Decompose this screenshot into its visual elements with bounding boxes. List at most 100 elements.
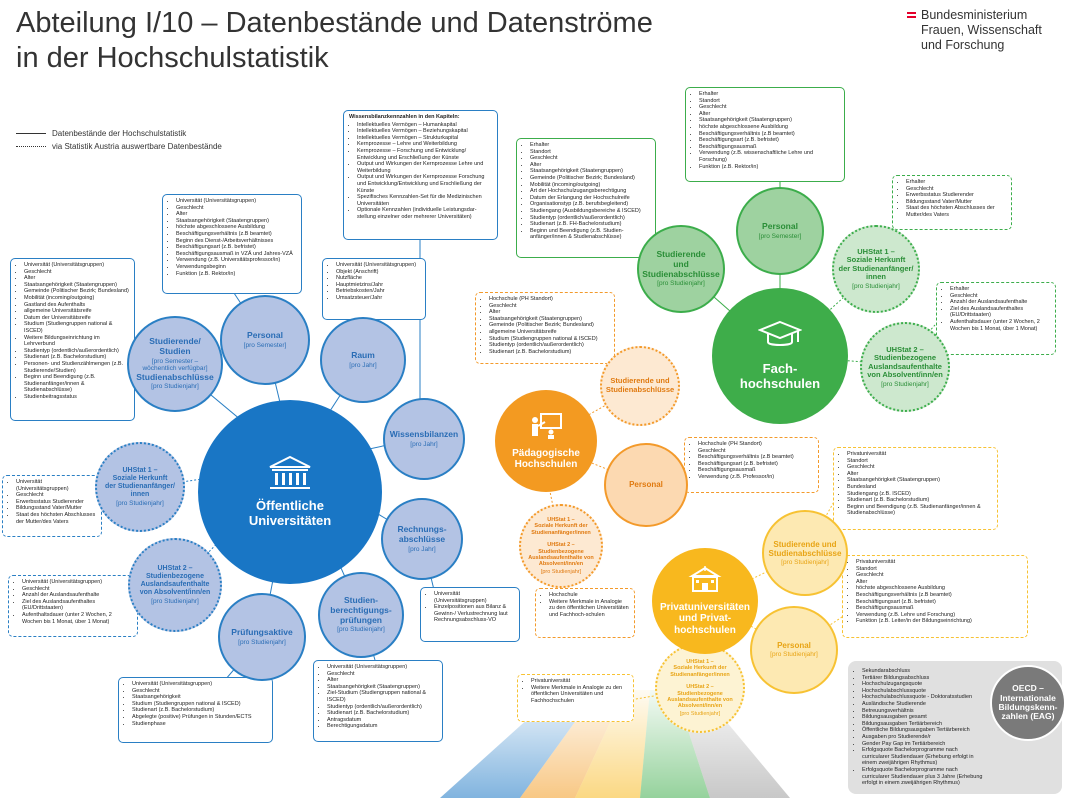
node-pu-personal[interactable]: Personal [pro Studienjahr] [750,606,838,694]
list-item: Hochschulabschlussquote [862,688,984,695]
bullet-list: HochschuleWeitere Merkmale in Analogie z… [541,592,629,618]
list-item: Verwendung (z.B. Lehre und Forschung) [856,612,1022,619]
bullet-list: ErhalterStandortGeschlechtAlterStaatsang… [691,91,839,170]
list-item: Geschlecht [906,186,1006,193]
hub-paedagogische-hochschulen[interactable]: Pädagogische Hochschulen [495,390,597,492]
bullet-list: PrivatuniversitätWeitere Merkmale in Ana… [523,678,628,704]
list-item: Bundesland [847,484,992,491]
node-uni-uhstat2[interactable]: UHStat 2 – Studienbezogene Auslandsaufen… [128,538,222,632]
hub-fachhochschulen[interactable]: Fach- hochschulen [712,288,848,424]
bullet-list: Universität (Universitätsgruppen)Geschle… [124,681,267,727]
node-fh-studierende[interactable]: Studierende und Studienabschlüsse [pro S… [637,225,725,313]
list-item: Privatuniversität [847,451,992,458]
node-uni-wissensbilanzen[interactable]: Wissensbilanzen [pro Jahr] [383,398,465,480]
list-item: Studium (Studiengruppen national & ISCED… [24,321,129,334]
list-item: Erhalter [699,91,839,98]
list-item: Optionale Kennzahlen (individuelle Leist… [357,207,492,220]
list-item: Bildungsausgaben Tertiärbereich [862,721,984,728]
list-item: Staat des höchsten Abschlusses der Mutte… [906,205,1006,218]
list-item: Staatsangehörigkeit (Staatengruppen) [847,477,992,484]
list-item: Beschäftigungsart (z.B. befristet) [699,137,839,144]
list-item: Staatsangehörigkeit (Staatengruppen) [176,218,296,225]
list-item: Nutzfläche [336,275,420,282]
list-item: Tertiärer Bildungsabschluss [862,675,984,682]
node-oecd[interactable]: OECD – Internationale Bildungskenn- zahl… [990,665,1066,741]
list-item: Weitere Merkmale in Analogie zu den öffe… [549,599,629,619]
node-ph-uhstat[interactable]: UHStat 1 – Soziale Herkunft der Studiena… [519,504,603,588]
list-item: Universität (Universitätsgruppen) [16,479,96,492]
list-item: höchste abgeschlossene Ausbildung [176,224,296,231]
list-item: Hochschule [549,592,629,599]
list-item: Intellektuelles Vermögen – Humankapital [357,122,492,129]
list-item: Studienbeitragsstatus [24,394,129,401]
list-item: Universität (Universitätsgruppen) [434,591,514,604]
bullet-list: SekundarabschlussTertiärer Bildungsabsch… [854,668,1064,787]
list-item: Sekundarabschluss [862,668,984,675]
list-item: Staatsangehörigkeit (Staatengruppen) [489,316,609,323]
box-fh-uhstat2: ErhalterGeschlechtAnzahl der Auslandsauf… [936,282,1056,355]
list-item: höchste abgeschlossene Ausbildung [699,124,839,131]
list-item: Studientyp (ordentlich/außerordentlich) [24,348,129,355]
list-item: Bildungsausgaben gesamt [862,714,984,721]
list-item: Studienphase [132,721,267,728]
list-item: Geschlecht [327,671,437,678]
list-item: Geschlecht [856,572,1022,579]
list-item: Hauptmietzins/Jahr [336,282,420,289]
list-item: Studium (Studiengruppen national & ISCED… [132,701,267,708]
node-pu-uhstat[interactable]: UHStat 1 – Soziale Herkunft der Studiena… [655,643,745,733]
node-uni-studienberechtigung[interactable]: Studien- berechtigungs- prüfungen [pro S… [318,572,404,658]
bullet-list: Universität (Universitätsgruppen)Geschle… [8,479,96,525]
list-item: Geschlecht [176,205,296,212]
node-fh-personal[interactable]: Personal [pro Semester] [736,187,824,275]
list-item: Ziel des Auslandsaufenthaltes (EU/Dritts… [22,599,132,612]
list-item: Gemeinde (Politischer Bezirk; Bundesland… [530,175,650,182]
list-item: Studienart (z.B. FH-Bachelorstudium) [530,221,650,228]
list-item: Standort [856,566,1022,573]
box-pu-studierende: PrivatuniversitätStandortGeschlechtAlter… [833,447,998,530]
list-item: Intellektuelles Vermögen – Strukturkapit… [357,135,492,142]
node-ph-personal[interactable]: Personal [604,443,688,527]
box-uni-personal: Universität (Universitätsgruppen)Geschle… [162,194,302,294]
node-fh-uhstat1[interactable]: UHStat 1 – Soziale Herkunft der Studiena… [832,225,920,313]
list-item: Mobilität (incoming/outgoing) [530,182,650,189]
node-fh-uhstat2[interactable]: UHStat 2 – Studienbezogene Auslandsaufen… [860,322,950,412]
box-ph-uhstat: HochschuleWeitere Merkmale in Analogie z… [535,588,635,638]
list-item: Universität (Universitätsgruppen) [22,579,132,586]
bullet-list: Universität (Universitätsgruppen)Geschle… [16,262,129,400]
oecd-list: SekundarabschlussTertiärer Bildungsabsch… [854,668,1064,787]
node-uni-studierende[interactable]: Studierende/ Studien [pro Semester – wöc… [127,316,223,412]
list-item: Hochschule (PH Standort) [698,441,813,448]
list-item: Standort [699,98,839,105]
list-item: Datum der Universitätsreife [24,315,129,322]
node-pu-studierende[interactable]: Studierende und Studienabschlüsse [pro S… [762,510,848,596]
node-uni-pruefungsaktive[interactable]: Prüfungsaktive [pro Studienjahr] [218,593,306,681]
box-fh-studierende: ErhalterStandortGeschlechtAlterStaatsang… [516,138,656,258]
node-uni-uhstat1[interactable]: UHStat 1 – Soziale Herkunft der Studiena… [95,442,185,532]
solid-line-icon [16,133,46,134]
node-ph-studierende[interactable]: Studierende und Studienabschlüsse [600,346,680,426]
list-item: Datum der Erlangung der Hochschulreife [530,195,650,202]
list-item: Erfolgsquote Bachelorprogramme nach curr… [862,747,984,767]
bullet-list: ErhalterGeschlechtErwerbsstatus Studiere… [898,179,1006,219]
list-item: Beginn des Dienst-/Arbeitsverhältnisses [176,238,296,245]
node-uni-rechnungsabschluesse[interactable]: Rechnungs- abschlüsse [pro Jahr] [381,498,463,580]
list-item: Erfolgsquote Bachelorprogramme nach curr… [862,767,984,787]
list-item: Alter [856,579,1022,586]
list-item: Anzahl der Auslandsaufenthalte [22,592,132,599]
list-item: Alter [530,162,650,169]
teacher-board-icon [529,412,563,444]
box-uni-studierende: Universität (Universitätsgruppen)Geschle… [10,258,135,421]
list-item: Geschlecht [22,586,132,593]
list-item: Beschäftigungsverhältnis (z.B beamtet) [698,454,813,461]
hub-privatuniversitaeten[interactable]: Privatuniversitäten und Privat- hochschu… [652,548,758,654]
list-item: Verwendung (z.B. wissenschaftliche Lehre… [699,150,839,163]
list-item: Erhalter [950,286,1050,293]
list-item: Studienart (z.B. Bachelorstudium) [327,710,437,717]
list-item: Funktion (z.B. Leiter/in der Bildungsein… [856,618,1022,625]
hub-oeffentliche-universitaeten[interactable]: Öffentliche Universitäten [198,400,382,584]
list-item: Staatsangehörigkeit [132,694,267,701]
list-item: Weitere Bildungseinrichtung im Lehrverbu… [24,335,129,348]
box-ph-studierende: Hochschule (PH Standort)GeschlechtAlterS… [475,292,615,364]
node-uni-personal[interactable]: Personal [pro Semester] [220,295,310,385]
node-uni-raum[interactable]: Raum [pro Jahr] [320,317,406,403]
